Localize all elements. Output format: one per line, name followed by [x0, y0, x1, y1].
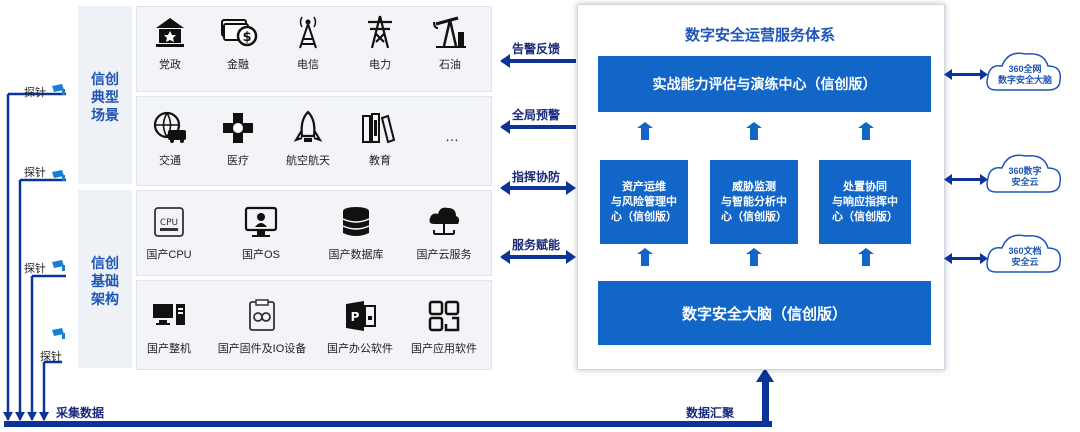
- probe-label-1: 探针: [24, 87, 46, 99]
- probe-label-4: 探针: [40, 351, 62, 363]
- probe-label-3: 探针: [24, 263, 46, 275]
- item-domestic-database: 国产数据库: [326, 204, 386, 262]
- database-icon: [342, 207, 370, 236]
- base-architecture-label-panel: [78, 190, 132, 368]
- item-telecom: 电信: [286, 14, 330, 72]
- item-domestic-apps: 国产应用软件: [406, 298, 482, 356]
- item-label: 医疗: [227, 155, 249, 167]
- flow-alert-feedback: 告警反馈: [512, 42, 561, 56]
- item-domestic-firmware: 国产固件及IO设备: [214, 298, 310, 356]
- item-label: 教育: [369, 155, 391, 167]
- aggregate-data-label: 数据汇聚: [686, 406, 735, 420]
- item-label: 航空航天: [286, 155, 330, 167]
- cloud-tree-icon: [429, 207, 460, 235]
- flow-global-warning: 全局预警: [512, 108, 561, 122]
- office-document-icon: P: [346, 301, 376, 331]
- svg-text:P: P: [351, 310, 360, 324]
- item-government: 党政: [148, 14, 192, 72]
- item-domestic-cpu: CPU 国产CPU: [144, 204, 194, 262]
- asset-risk-center: 资产运维 与风险管理中 心（信创版）: [600, 160, 688, 244]
- power-tower-icon: [368, 15, 392, 49]
- firmware-device-icon: [249, 299, 275, 331]
- item-label: 国产整机: [147, 343, 191, 355]
- item-label: 国产数据库: [328, 249, 384, 261]
- item-label: 国产OS: [242, 249, 280, 261]
- item-label: 党政: [159, 59, 181, 71]
- item-domestic-cloud: 国产云服务: [412, 204, 476, 262]
- government-building-icon: [156, 18, 184, 47]
- system-title: 数字安全运营服务体系: [684, 27, 835, 44]
- cpu-chip-text: CPU: [160, 218, 178, 228]
- item-label: 交通: [159, 155, 181, 167]
- item-domestic-office: P 国产办公软件: [322, 298, 398, 356]
- item-medical: 医疗: [216, 110, 260, 168]
- svg-text:$: $: [242, 30, 251, 45]
- item-label: 电信: [297, 59, 319, 71]
- item-label: 国产固件及IO设备: [217, 343, 307, 355]
- books-icon: [362, 113, 396, 144]
- flow-service-enable: 服务赋能: [512, 238, 561, 252]
- item-label: …: [445, 128, 459, 144]
- item-label: 金融: [227, 59, 249, 71]
- cloud-label-360-document-cloud: 360文档 安全云: [1008, 246, 1042, 267]
- item-more: …: [430, 128, 474, 144]
- item-domestic-os: 国产OS: [236, 204, 286, 262]
- item-label: 石油: [439, 59, 461, 71]
- cloud-label-360-brain: 360全网 数字安全大脑: [997, 64, 1052, 85]
- item-label: 国产CPU: [146, 249, 192, 261]
- base-row-1: [136, 190, 492, 276]
- typical-scenarios-title: 信创 典型 场景: [91, 71, 119, 123]
- base-architecture-title: 信创 基础 架构: [91, 255, 119, 307]
- item-label: 电力: [369, 59, 391, 71]
- item-label: 国产应用软件: [411, 343, 477, 355]
- signal-tower-icon: [299, 16, 317, 49]
- threat-analysis-center: 威胁监测 与智能分析中 心（信创版）: [710, 160, 798, 244]
- digital-security-brain: 数字安全大脑（信创版）: [598, 281, 931, 345]
- item-domestic-machine: 国产整机: [144, 298, 194, 356]
- item-finance: $ 金融: [216, 14, 260, 72]
- item-transport: 交通: [148, 110, 192, 168]
- cloud-shape-3: [986, 234, 1061, 273]
- combat-evaluation-center: 实战能力评估与演练中心（信创版）: [598, 56, 931, 112]
- money-icon: $: [221, 19, 258, 47]
- item-power: 电力: [358, 14, 402, 72]
- rocket-icon: [293, 110, 323, 142]
- cloud-shape-1: [986, 52, 1061, 91]
- medical-cross-icon: [223, 113, 253, 143]
- flow-command-defense: 指挥协防: [512, 170, 561, 184]
- item-education: 教育: [358, 110, 402, 168]
- scenario-row-1: [136, 6, 492, 92]
- desktop-computer-icon: [153, 304, 185, 325]
- app-grid-icon: [428, 300, 460, 332]
- scenario-row-2: [136, 96, 492, 186]
- typical-scenarios-label-panel: [78, 6, 132, 184]
- response-command-center: 处置协同 与响应指挥中 心（信创版）: [819, 160, 911, 244]
- oil-pump-icon: [433, 16, 466, 48]
- item-oil: 石油: [428, 14, 472, 72]
- base-row-2: [136, 280, 492, 370]
- cloud-label-360-security-cloud: 360数字 安全云: [1008, 166, 1042, 187]
- monitor-os-icon: [244, 206, 278, 237]
- cpu-chip-icon: CPU: [154, 207, 184, 237]
- item-aerospace: 航空航天: [286, 110, 330, 168]
- item-label: 国产云服务: [416, 249, 472, 261]
- item-label: 国产办公软件: [327, 343, 393, 355]
- collect-data-label: 采集数据: [56, 406, 105, 420]
- cloud-shape-2: [986, 154, 1061, 193]
- globe-car-icon: [153, 111, 186, 143]
- probe-label-2: 探针: [24, 167, 46, 179]
